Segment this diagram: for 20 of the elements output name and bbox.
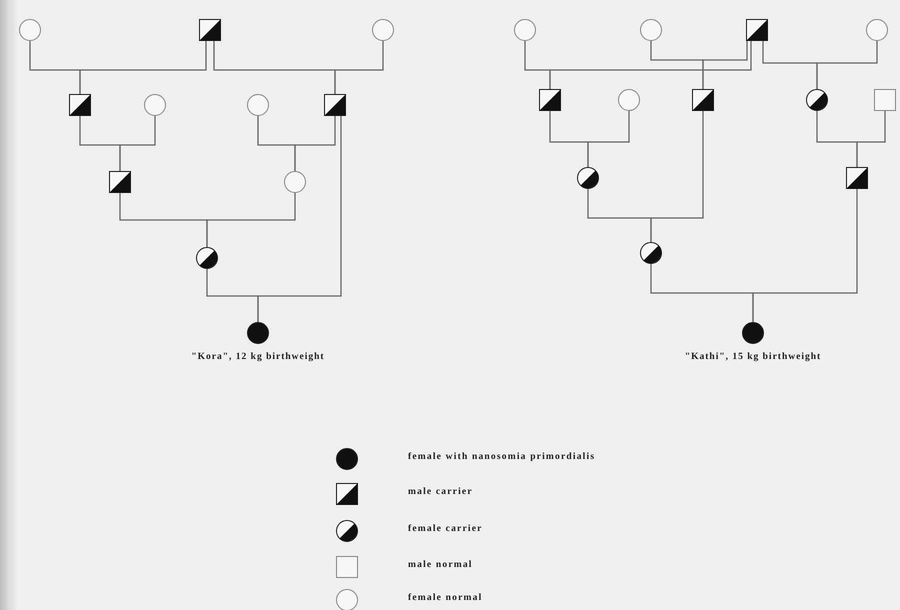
pedigree-line bbox=[206, 193, 296, 247]
legend-label: female carrier bbox=[408, 524, 483, 534]
pedigree-line bbox=[816, 41, 878, 89]
pedigree-line bbox=[702, 41, 748, 89]
pedigree-line bbox=[856, 111, 886, 167]
pedigree-line bbox=[257, 116, 342, 322]
caption-text: "Kora", 12 kg birthweight bbox=[191, 352, 325, 362]
legend-label: female with nanosomia primordialis bbox=[408, 452, 596, 462]
pedigree-line bbox=[79, 41, 207, 94]
pedigree-line bbox=[334, 41, 384, 94]
caption-text: "Kathi", 15 kg birthweight bbox=[684, 352, 822, 362]
legend-label: female normal bbox=[408, 593, 482, 603]
pedigree-line bbox=[650, 111, 704, 242]
pedigree-line bbox=[752, 189, 858, 322]
pedigree-line bbox=[549, 41, 752, 89]
legend-label: male normal bbox=[408, 560, 473, 570]
pedigree-line bbox=[119, 116, 156, 171]
pedigree-line bbox=[587, 111, 630, 167]
legend-label: male carrier bbox=[408, 487, 473, 497]
pedigree-line bbox=[294, 116, 336, 171]
